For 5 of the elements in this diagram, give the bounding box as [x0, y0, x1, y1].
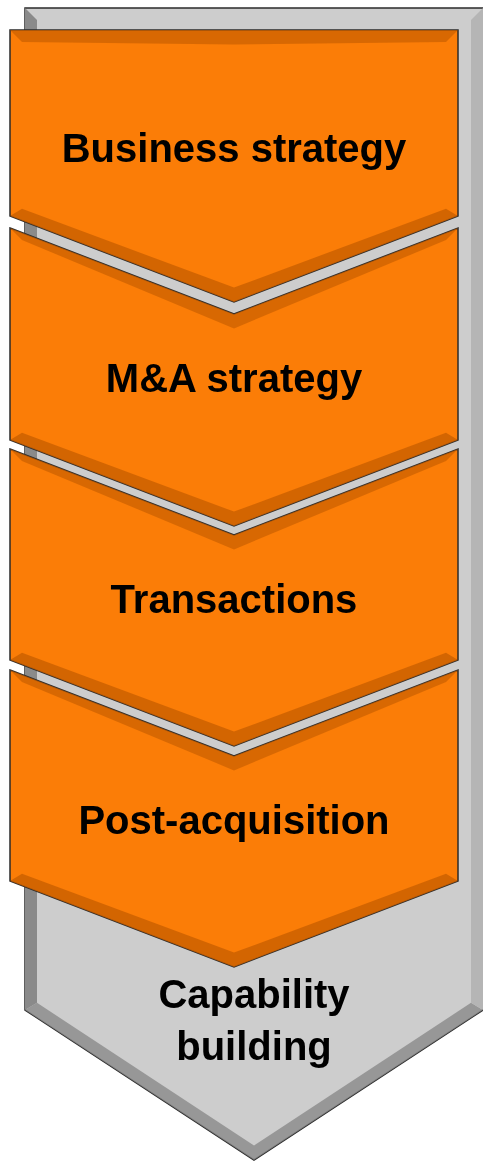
chevron-label: Post-acquisition	[78, 797, 390, 844]
chevron-label: Business strategy	[61, 125, 407, 172]
chevron-label: M&A strategy	[105, 355, 363, 402]
chevron-label: Capability building	[157, 971, 351, 1070]
chevron-label: Transactions	[110, 576, 358, 623]
